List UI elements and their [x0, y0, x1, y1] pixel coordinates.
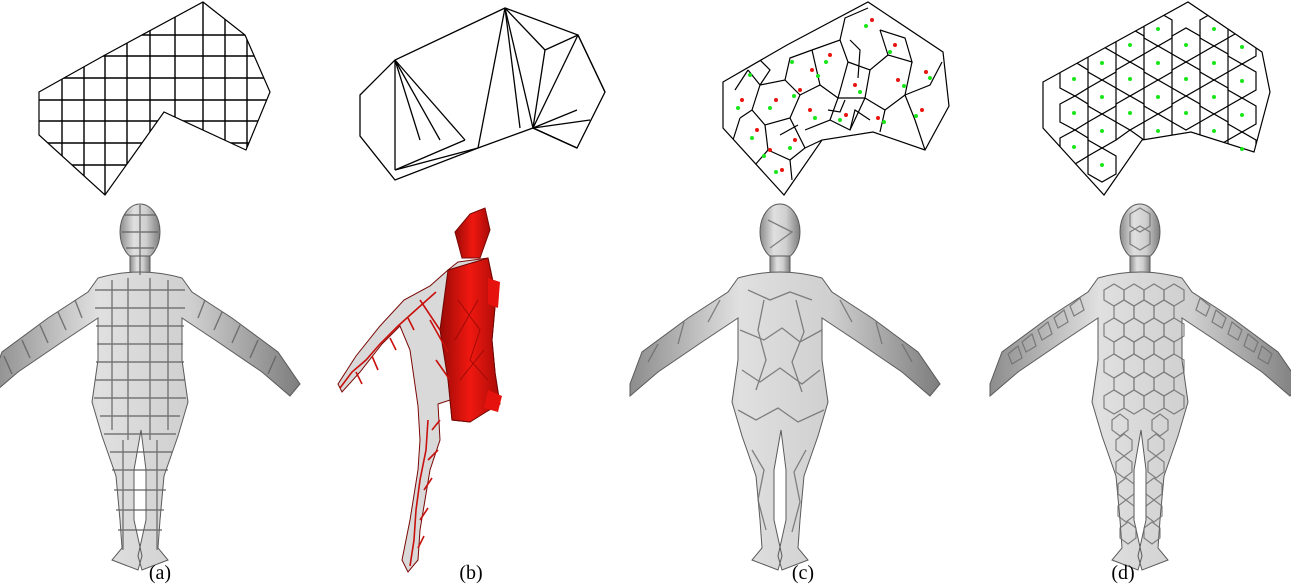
centroid-points-green	[736, 24, 932, 174]
domain-voronoi-c	[722, 1, 950, 196]
human-figure-icon	[337, 207, 502, 573]
panel-c	[629, 1, 950, 571]
domain-triangulation-b	[359, 7, 606, 181]
caption-b-label: (b)	[459, 562, 483, 584]
panel-b	[337, 7, 606, 573]
caption-a-label: (a)	[148, 562, 172, 584]
domain-voronoi-d	[1042, 1, 1271, 196]
caption-d-label: (d)	[1111, 562, 1135, 584]
human-figure-icon	[629, 203, 941, 571]
panel-d	[989, 1, 1291, 571]
panel-a	[0, 1, 301, 571]
generator-points-red	[740, 18, 928, 172]
human-figure-icon	[989, 203, 1291, 571]
caption-c-label: (c)	[791, 562, 815, 584]
domain-grid-a	[38, 1, 271, 196]
centroid-points-green	[1072, 27, 1244, 167]
human-figure-icon	[0, 203, 301, 571]
